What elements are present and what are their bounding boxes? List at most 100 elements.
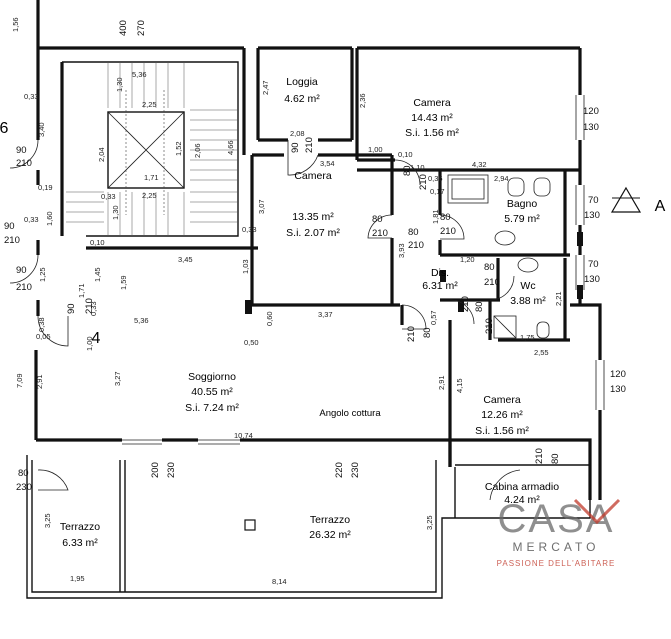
window-markers [122, 95, 605, 445]
dim-100b: 1,00 [85, 336, 94, 351]
dim-w90a: 90 [16, 145, 27, 156]
dim-536: 5,36 [132, 70, 147, 79]
dim-033a: 0,33 [24, 92, 39, 101]
dim-w210d: 210 [372, 228, 388, 239]
dim-400: 400 [118, 20, 129, 36]
dim-1074: 10,74 [234, 431, 253, 440]
dim-033c: 0,33 [242, 225, 257, 234]
dim-156: 1,56 [11, 17, 20, 32]
dim-w80c: 80 [440, 212, 451, 223]
dim-466: 4,66 [226, 140, 235, 155]
dim-w210b: 210 [16, 282, 32, 293]
dim-175: 1,75 [520, 333, 535, 342]
casa-mercato-logo: CASA MERCATO PASSIONE DELL'ABITARE [497, 497, 621, 568]
dim-w210n: 210 [484, 318, 495, 334]
dim-w230b: 230 [166, 462, 177, 478]
room-camera-se-si: S.i. 1.56 m² [475, 425, 529, 437]
dim-225a: 2,25 [142, 100, 157, 109]
dim-337: 3,37 [318, 310, 333, 319]
bathroom-fixtures [447, 174, 551, 339]
dim-270: 270 [136, 20, 147, 36]
dim-145: 1,45 [93, 267, 102, 282]
dim-010b: 0,10 [398, 150, 413, 159]
dim-w130d: 130 [610, 384, 626, 395]
room-camera-ne-si: S.i. 1.56 m² [405, 127, 459, 139]
dimension-labels: 400 270 1,56 5,36 1,30 2,25 0,33 3,40 2,… [4, 17, 626, 586]
dim-225b: 2,25 [142, 191, 157, 200]
dim-814: 8,14 [272, 577, 287, 586]
dim-120a: 1,20 [460, 255, 475, 264]
dim-221: 2,21 [554, 291, 563, 306]
dim-345: 3,45 [178, 255, 193, 264]
room-loggia-area: 4.62 m² [284, 93, 320, 105]
dim-w70a: 70 [588, 195, 599, 206]
dim-057: 0,57 [429, 310, 438, 325]
room-camera-se-area: 12.26 m² [481, 409, 523, 421]
dim-171: 1,71 [144, 173, 159, 182]
logo-tagline: PASSIONE DELL'ABITARE [497, 559, 616, 568]
dim-w80b: 80 [402, 165, 413, 176]
dim-393: 3,93 [397, 243, 406, 258]
room-bagno-area: 5.79 m² [504, 213, 540, 225]
dim-w210g: 210 [484, 277, 500, 288]
logo-casa-text: CASA [498, 497, 615, 541]
dim-160: 1,60 [45, 211, 54, 226]
dim-432: 4,32 [472, 160, 487, 169]
room-loggia-name: Loggia [286, 76, 318, 88]
dim-307: 3,07 [257, 199, 266, 214]
angolo-cottura-label: Angolo cottura [319, 408, 381, 419]
dim-w210m: 210 [304, 137, 315, 153]
dim-110: 1,10 [410, 163, 425, 172]
dim-w80e: 80 [422, 327, 433, 338]
dim-w90d: 90 [4, 221, 15, 232]
dim-w230: 230 [16, 482, 32, 493]
interior-walls [60, 48, 590, 531]
dim-w120a: 120 [583, 106, 599, 117]
dim-327: 3,27 [113, 371, 122, 386]
dim-050: 0,50 [244, 338, 259, 347]
room-terrazzo-w-area: 6.33 m² [62, 537, 98, 549]
dim-w220: 220 [334, 462, 345, 478]
dim-415: 4,15 [455, 378, 464, 393]
dim-125: 1,25 [38, 267, 47, 282]
dim-206: 2,06 [193, 143, 202, 158]
dim-w90c: 90 [66, 303, 77, 314]
dim-005: 0,05 [36, 332, 51, 341]
dim-354: 3,54 [320, 159, 335, 168]
dim-171b: 1,71 [77, 283, 86, 298]
room-dis-area: 6.31 m² [422, 280, 458, 292]
room-terrazzo-s-area: 26.32 m² [309, 529, 351, 541]
room-wc-area: 3.88 m² [510, 295, 546, 307]
door-swings [9, 139, 521, 501]
dim-195: 1,95 [70, 574, 85, 583]
dim-w200: 200 [150, 462, 161, 478]
dim-w130b: 130 [584, 210, 600, 221]
logo-mercato-text: MERCATO [513, 540, 600, 554]
room-cabina-name: Cabina armadio [485, 481, 559, 493]
dim-017: 0,17 [430, 187, 445, 196]
logo-roof-icon [573, 498, 621, 525]
dim-325a: 3,25 [43, 513, 52, 528]
dim-w90b: 90 [16, 265, 27, 276]
dim-w210e: 210 [418, 174, 429, 190]
room-cabina-area: 4.24 m² [504, 494, 540, 506]
dim-204: 2,04 [97, 147, 106, 162]
dim-w80h: 80 [550, 453, 561, 464]
dim-w120b: 120 [610, 369, 626, 380]
room-camera-ne-name: Camera [413, 97, 451, 109]
unit-number-4: 4 [92, 330, 101, 347]
dim-340: 3,40 [37, 122, 46, 137]
dim-100: 1,00 [368, 145, 383, 154]
dim-w130a: 130 [583, 122, 599, 133]
room-labels: Loggia 4.62 m² Camera 14.43 m² S.i. 1.56… [0, 76, 666, 549]
dim-152: 1,52 [174, 141, 183, 156]
room-camera-ne-area: 14.43 m² [411, 112, 453, 124]
dim-294: 2,94 [494, 174, 509, 183]
dim-w210i: 210 [460, 296, 471, 312]
room-camera-center-si: S.i. 2.07 m² [286, 227, 340, 239]
dim-181: 1,81 [431, 209, 440, 224]
dim-w70b: 70 [588, 259, 599, 270]
dim-536b: 5,36 [134, 316, 149, 325]
dim-w90e: 90 [290, 142, 301, 153]
